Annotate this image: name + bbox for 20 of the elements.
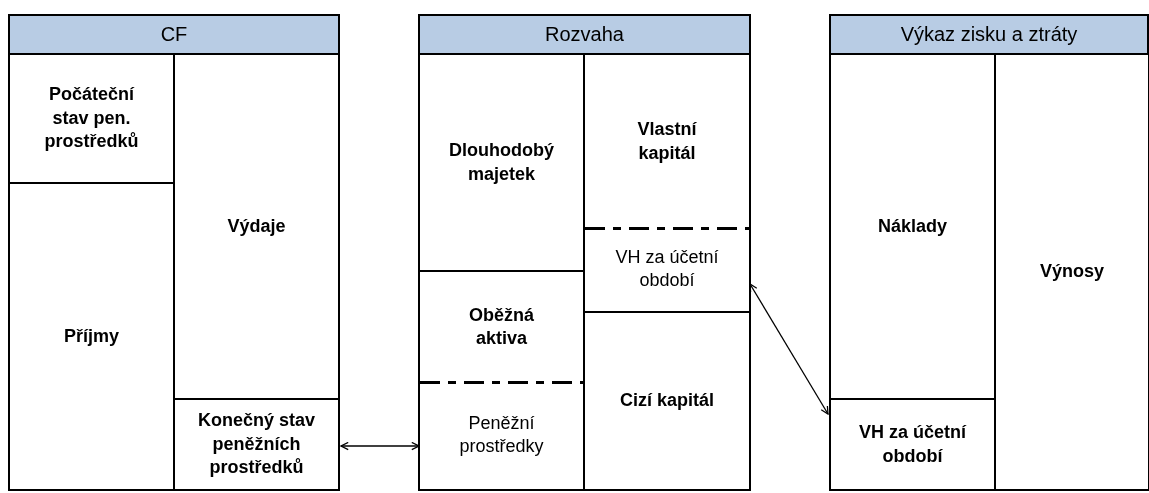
- cell-label: Cizí kapitál: [620, 389, 714, 413]
- cell-label: Peněžní prostředky: [458, 411, 545, 458]
- table-header: Rozvaha: [420, 16, 749, 55]
- cell-label: Konečný stav peněžních prostředků: [196, 409, 316, 480]
- cell-label: Výnosy: [1040, 260, 1104, 284]
- cell-label: Výdaje: [227, 214, 286, 238]
- table-header: CF: [10, 16, 338, 55]
- cell-label: Příjmy: [64, 324, 119, 348]
- table-frame: [829, 14, 1149, 491]
- table-header: Výkaz zisku a ztráty: [831, 16, 1147, 55]
- cell-label: Oběžná aktiva: [468, 303, 535, 350]
- table-frame: [418, 14, 751, 491]
- table-frame: [8, 14, 340, 491]
- cell-label: Náklady: [877, 214, 947, 238]
- cell-label: Počáteční stav pen. prostředků: [43, 83, 140, 154]
- cell-label: Dlouhodobý majetek: [448, 139, 555, 186]
- cell-label: VH za účetní období: [614, 245, 720, 292]
- cell-label: Vlastní kapitál: [636, 118, 698, 165]
- cell-label: VH za účetní období: [858, 421, 968, 468]
- double-arrow: [340, 441, 420, 451]
